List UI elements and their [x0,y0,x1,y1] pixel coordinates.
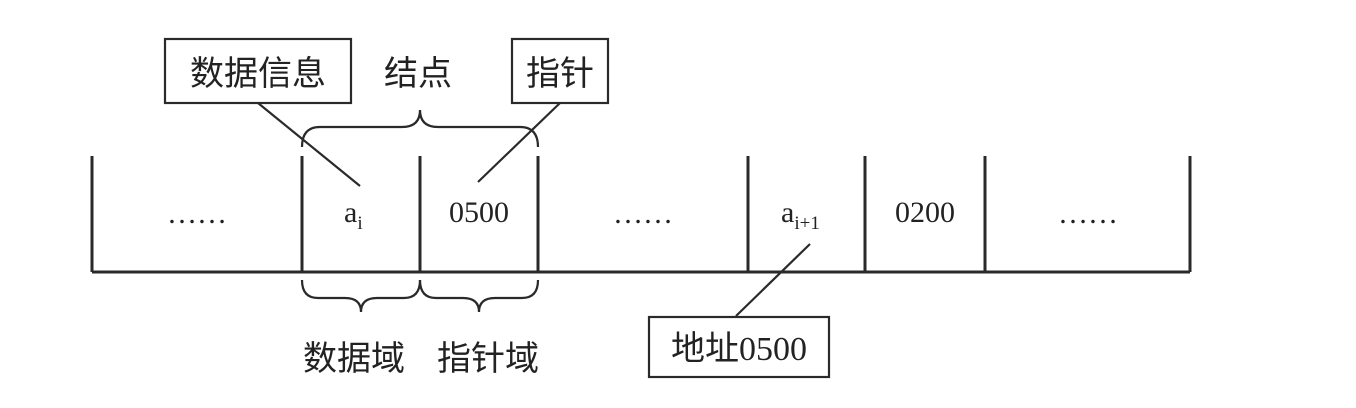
pointer-field-label: 指针域 [437,340,539,378]
address-leader-line [735,243,811,317]
node-brace [300,109,540,148]
pointer-field-brace [418,279,540,313]
pointer-value-0500: 0500 [449,196,509,229]
element-a-i-plus-1: ai+1 [781,196,820,234]
address-label-box [647,315,831,379]
data-info-label: 数据信息 [190,55,326,93]
pointer-leader-line [477,102,561,183]
data-field-brace [300,279,422,313]
pointer-label: 指针 [526,55,594,93]
element-a-i-plus-1-base: a [781,196,794,229]
element-a-i: ai [344,196,363,234]
data-field-label: 数据域 [303,340,405,378]
address-label: 地址0500 [671,330,807,368]
node-label: 结点 [384,55,452,93]
ellipsis-cell-right: …… [1058,197,1118,230]
data-info-leader-line [257,102,361,187]
pointer-value-0200: 0200 [895,196,955,229]
element-a-i-subscript: i [357,213,362,234]
ellipsis-cell-middle: …… [613,197,673,230]
data-info-label-box [163,37,353,105]
element-a-i-plus-1-subscript: i+1 [794,213,820,234]
element-a-i-base: a [344,196,357,229]
ellipsis-cell-left: …… [167,197,227,230]
